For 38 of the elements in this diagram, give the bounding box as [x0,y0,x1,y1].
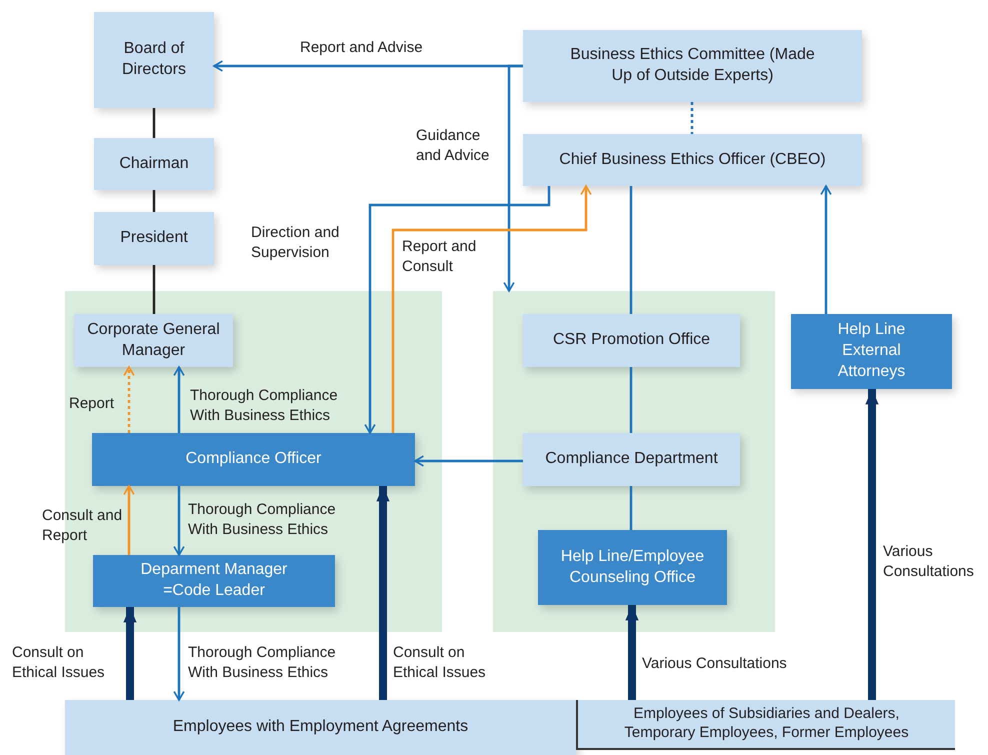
highlighted-box: Compliance Officer [92,433,415,486]
org-box: Employees with Employment Agreements [65,700,576,755]
connector-arrow [123,366,135,433]
org-box: Compliance Department [523,433,740,486]
connector-arrow [173,366,185,433]
edge-label: Consult on Ethical Issues [393,643,487,684]
org-box: CSR Promotion Office [523,314,740,367]
edge-label: Various Consultations [883,542,975,582]
panel-background [493,291,775,632]
connector-arrow [392,185,592,433]
org-box: Employees of Subsidiaries and Dealers, Temporary Employees, Former Employees [576,700,955,750]
edge-label: Thorough Compliance With Business Ethics [188,500,337,540]
connector-arrow [820,185,832,314]
org-box: Chairman [94,138,214,190]
edge-label: Consult on Ethical Issues [12,643,106,684]
edge-label: Thorough Compliance With Business Ethics [190,386,339,426]
edge-label: Guidance and Advice [416,126,490,166]
connector-arrow [173,607,185,701]
highlighted-box: Deparment Manager =Code Leader [93,555,335,607]
edge-label: Report and Consult [402,237,478,278]
highlighted-box: Help Line/Employee Counseling Office [538,530,727,605]
edge-label: Report and Advise [300,38,423,58]
edge-label: Direction and Supervision [251,223,340,264]
connector-arrow [123,485,135,555]
edge-label: Report [69,394,116,414]
edge-label: Various Consultations [642,654,787,674]
edge-label: Consult and Report [42,506,124,546]
connector-arrow [503,64,523,292]
edge-label: Thorough Compliance With Business Ethics [188,643,337,684]
org-box: Corporate General Manager [74,314,233,367]
org-box: Chief Business Ethics Officer (CBEO) [523,134,862,186]
org-box: Business Ethics Committee (Made Up of Outside Experts) [523,30,862,102]
org-box: President [94,212,214,265]
highlighted-box: Help Line External Attorneys [791,314,952,389]
connector-arrow [173,486,185,556]
connector-arrow [364,186,550,434]
org-box: Board of Directors [94,12,214,108]
connector-arrow [414,455,523,467]
